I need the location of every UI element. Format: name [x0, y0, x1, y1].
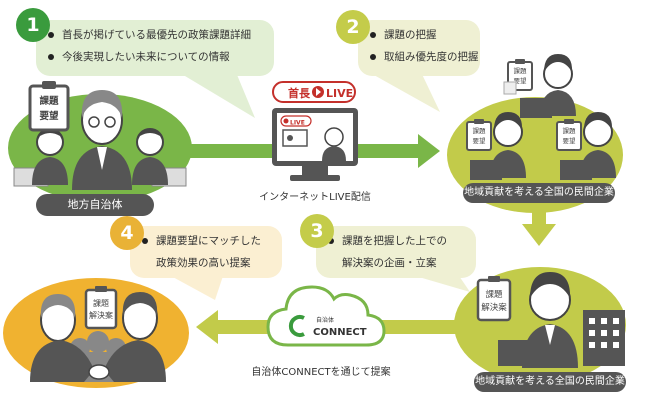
companies-top-label: 地域貢献を考える全国の民間企業	[463, 183, 615, 203]
companies-bottom-clipboard-line1: 課題	[485, 289, 503, 300]
step-2-item: 課題の把握	[368, 24, 480, 46]
bubble-2-tail	[365, 70, 440, 112]
connect-logo-large: CONNECT	[313, 327, 367, 338]
clipboard-icon: 課題 要望	[556, 119, 582, 151]
companies-top-clipboard1-line2: 要望	[514, 76, 528, 85]
connect-logo-small: 自治体	[316, 316, 334, 324]
step-4-number: 4	[110, 216, 144, 250]
live-caption: インターネットLIVE配信	[259, 192, 371, 203]
clipboard-icon: 課題 要望	[28, 81, 70, 132]
meeting-clipboard-line1: 課題	[93, 298, 109, 308]
screen-live-label: LIVE	[290, 120, 305, 127]
companies-bottom-label: 地域貢献を考える全国の民間企業	[474, 372, 626, 392]
connect-logo-icon	[288, 315, 305, 337]
companies-top-clipboard2-line2: 要望	[473, 136, 487, 145]
arrow-down-head	[522, 224, 556, 246]
step-3-item: 課題を把握した上での	[326, 230, 476, 252]
handshake-illustration	[30, 292, 166, 382]
connect-cloud: 自治体 CONNECT	[266, 285, 386, 347]
step-2-bubble: 課題の把握 取組み優先度の把握	[358, 20, 480, 76]
clipboard-icon: 課題 要望	[466, 119, 492, 151]
companies-top-clipboard3-line2: 要望	[563, 136, 577, 145]
step-2-number: 2	[336, 10, 370, 44]
monitor-icon: LIVE	[272, 108, 358, 181]
bubble-1-tail	[175, 70, 255, 118]
step-2-item: 取組み優先度の把握	[368, 46, 480, 68]
step-3-item: 解決案の企画・立案	[342, 257, 437, 269]
step-3-number: 3	[300, 214, 334, 248]
step-4-item: 課題要望にマッチした	[140, 230, 282, 252]
live-badge-prefix: 首長	[288, 86, 311, 100]
live-badge-suffix: LIVE	[326, 87, 353, 100]
step-1-bubble: 首長が掲げている最優先の政策課題詳細 今後実現したい未来についての情報	[36, 20, 274, 76]
step-4-item: 政策効果の高い提案	[156, 257, 251, 269]
step-3-bubble: 課題を把握した上での 解決案の企画・立案	[316, 226, 476, 278]
step-1-number: 1	[16, 8, 50, 42]
arrow-bottom-head	[196, 310, 218, 344]
companies-top-clipboard1-line1: 課題	[514, 66, 528, 75]
arrow-top-head	[418, 134, 440, 168]
step-4-bubble: 課題要望にマッチした 政策効果の高い提案	[130, 226, 282, 278]
clipboard-icon: 課題 解決案	[476, 276, 512, 322]
clipboard-icon: 課題 解決案	[84, 286, 118, 330]
government-clipboard-line1: 課題	[39, 95, 59, 107]
live-badge: 首長 LIVE	[272, 81, 356, 103]
companies-top-illustration	[470, 54, 616, 180]
step-1-item: 首長が掲げている最優先の政策課題詳細	[46, 24, 274, 46]
companies-top-clipboard2-line1: 課題	[473, 126, 487, 135]
companies-top-clipboard3-line1: 課題	[563, 126, 577, 135]
meeting-clipboard-line2: 解決案	[89, 310, 113, 320]
connect-caption: 自治体CONNECTを通じて提案	[251, 367, 391, 378]
government-label: 地方自治体	[36, 194, 154, 216]
clipboard-icon: 課題 要望	[503, 59, 533, 95]
government-people-illustration	[13, 90, 187, 190]
government-clipboard-line2: 要望	[39, 110, 59, 122]
companies-bottom-illustration	[498, 272, 625, 368]
step-1-item: 今後実現したい未来についての情報	[46, 46, 274, 68]
companies-bottom-clipboard-line2: 解決案	[481, 302, 507, 313]
